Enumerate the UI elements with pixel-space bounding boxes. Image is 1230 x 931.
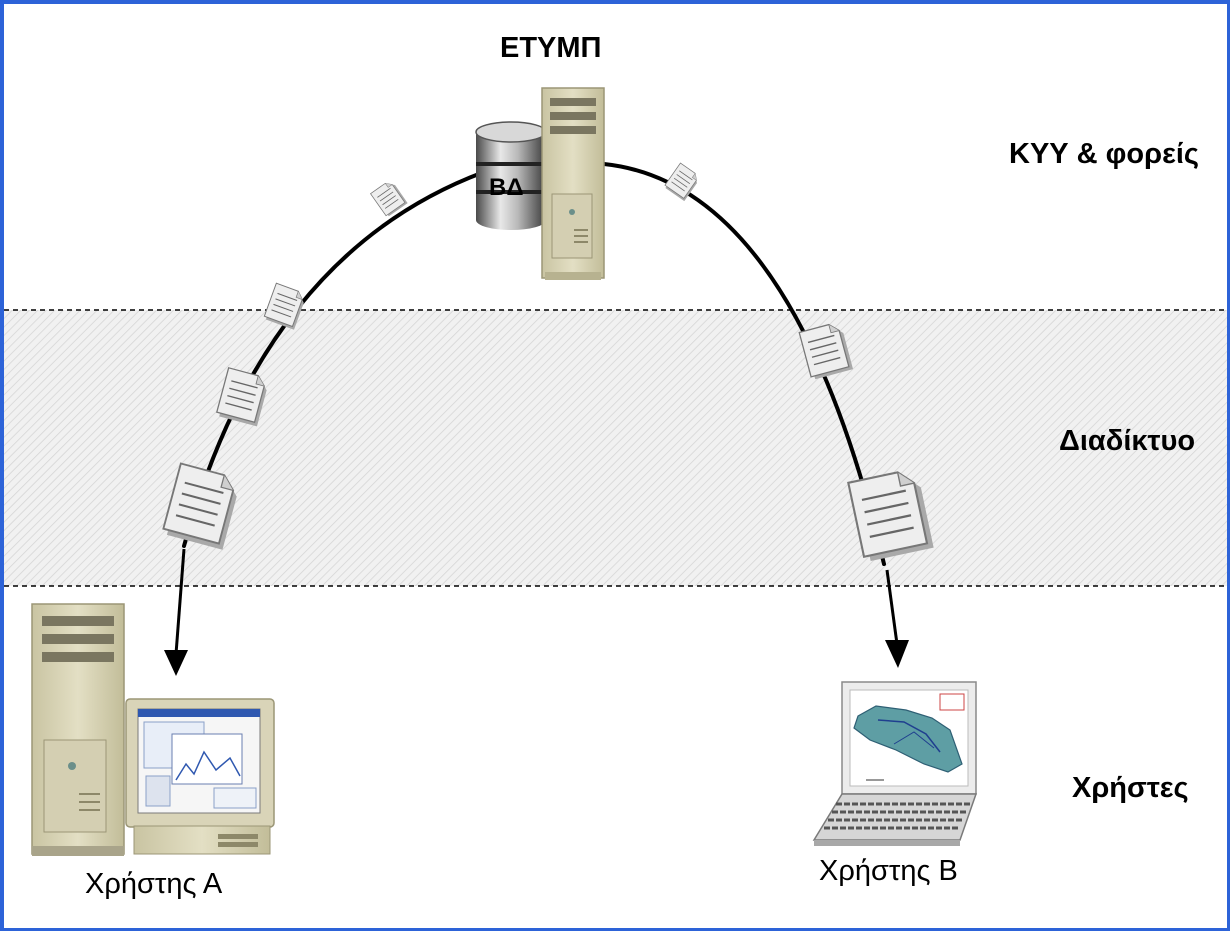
download-arrow-b xyxy=(885,569,899,645)
internet-zone-band xyxy=(4,310,1227,586)
arrowhead-a xyxy=(164,650,188,676)
zone-label-internet: Διαδίκτυο xyxy=(1059,425,1196,457)
server-title: ΕΤΥΜΠ xyxy=(500,32,602,64)
user-a-label: Χρήστης Α xyxy=(85,868,223,900)
zone-label-users: Χρήστες xyxy=(1072,772,1189,804)
arrowhead-b xyxy=(885,640,909,668)
zone-label-organizations: ΚΥΥ & φορείς xyxy=(1009,138,1199,170)
network-diagram xyxy=(4,87,1227,856)
document-icon xyxy=(663,162,702,202)
desktop-computer-icon xyxy=(31,603,275,856)
server-tower-icon xyxy=(541,87,605,280)
database-label: ΒΔ xyxy=(489,174,524,201)
database-icon xyxy=(475,121,547,230)
download-arrow-a xyxy=(174,548,186,655)
laptop-computer-icon xyxy=(812,681,978,846)
user-b-label: Χρήστης Β xyxy=(819,855,958,887)
